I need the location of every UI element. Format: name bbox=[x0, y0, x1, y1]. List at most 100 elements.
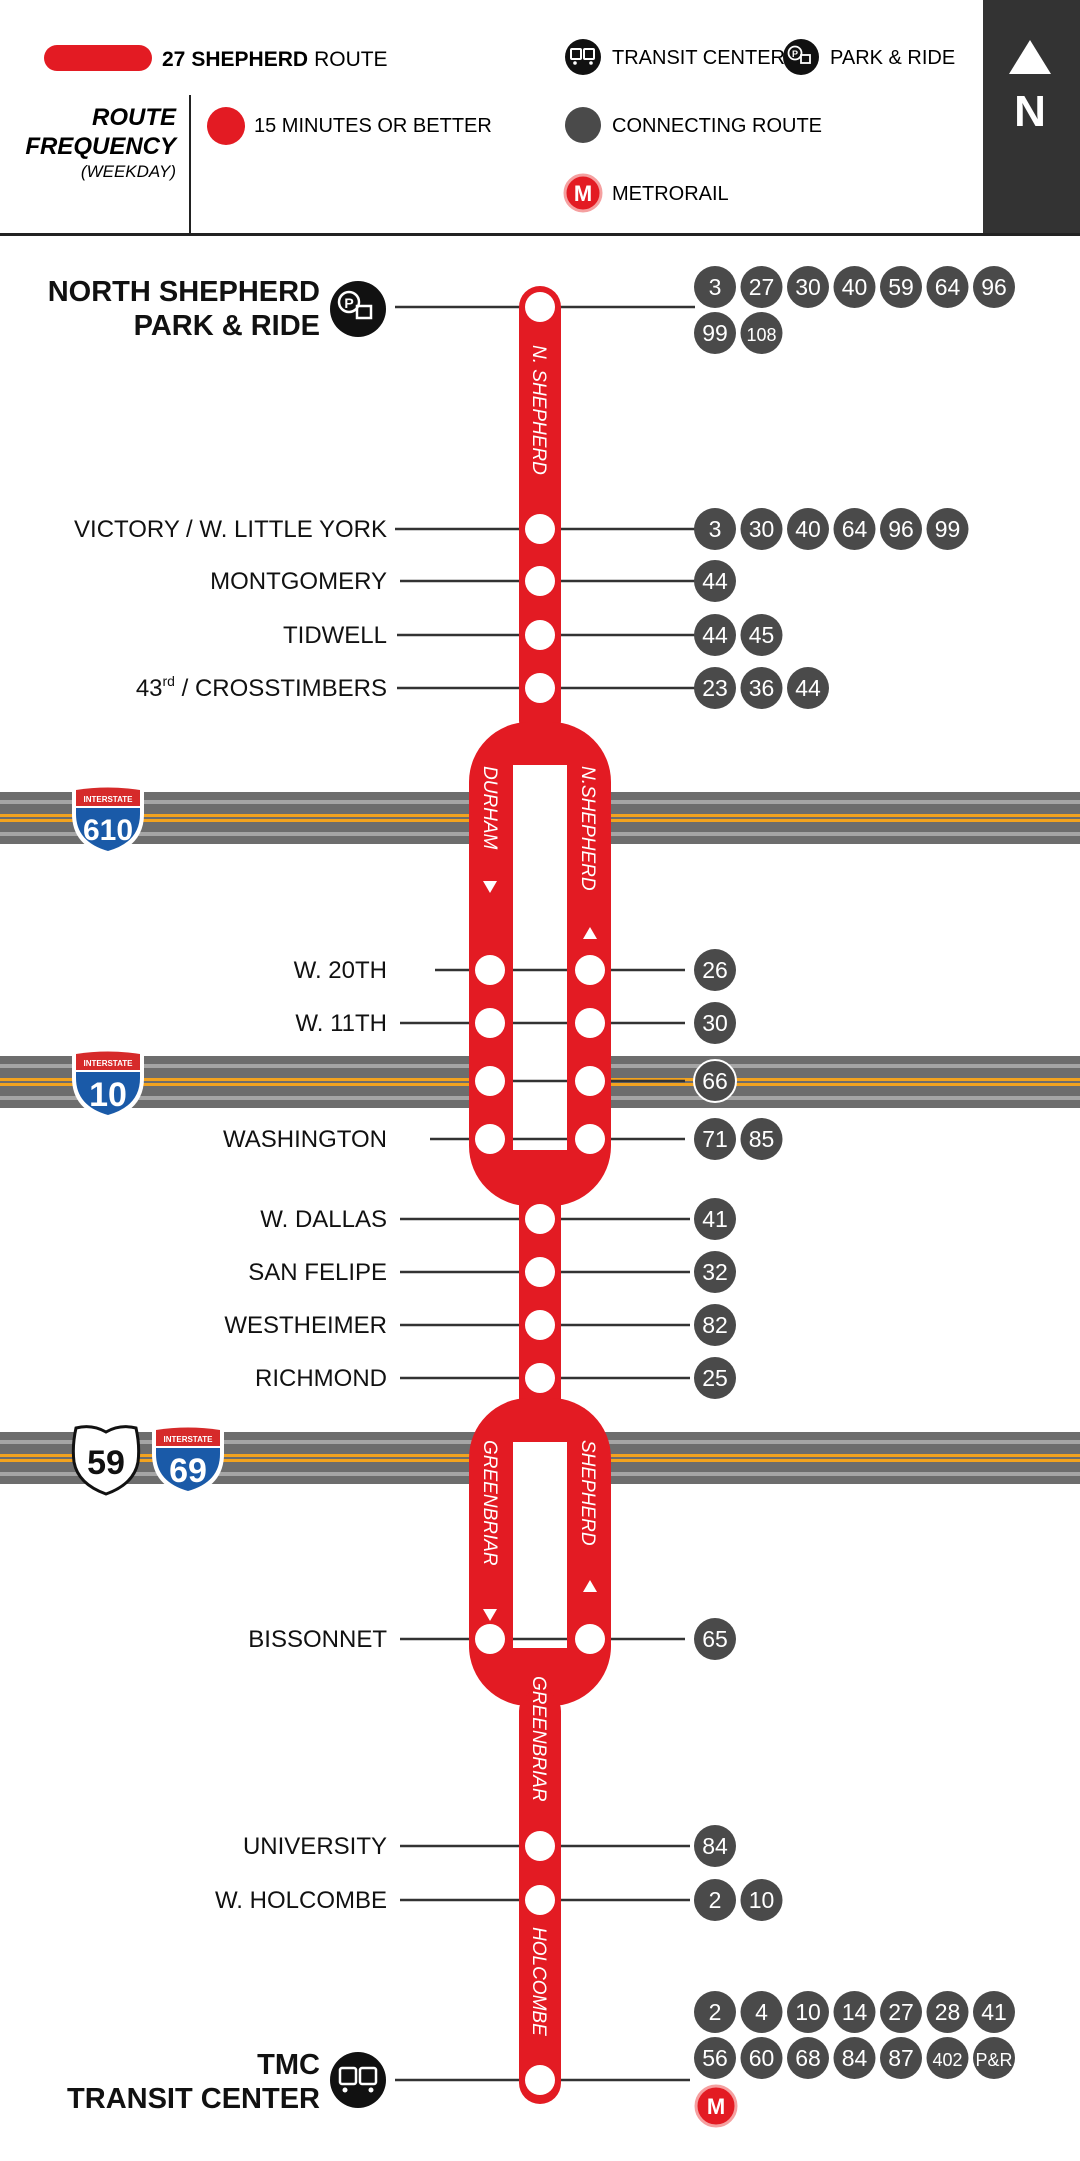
legend-bottom-rule bbox=[0, 233, 1080, 236]
park-ride-legend-icon: P bbox=[783, 39, 819, 75]
stop-dot bbox=[525, 566, 555, 596]
connecting-route-number: 36 bbox=[749, 675, 775, 701]
connecting-route-badge bbox=[787, 1991, 829, 2033]
svg-text:INTERSTATE: INTERSTATE bbox=[163, 1435, 213, 1444]
frequency-dot bbox=[207, 107, 245, 145]
connecting-route-number: 3 bbox=[709, 274, 722, 300]
stop-dot bbox=[475, 1124, 505, 1154]
svg-text:M: M bbox=[574, 181, 592, 206]
stop-victory: VICTORY / W. LITTLE YORK bbox=[74, 516, 387, 543]
connecting-route-number: 30 bbox=[795, 274, 821, 300]
stop-bissonnet: BISSONNET bbox=[248, 1626, 387, 1653]
connecting-route-badge bbox=[833, 508, 876, 550]
connecting-route-badge bbox=[694, 1825, 736, 1867]
stop-dot bbox=[525, 1885, 555, 1915]
connecting-route-badge bbox=[926, 266, 969, 308]
street-holcombe: HOLCOMBE bbox=[528, 1927, 549, 2036]
connecting-route-badge bbox=[880, 2037, 922, 2079]
connecting-route-number: 4 bbox=[755, 1999, 768, 2025]
connecting-route-number: 40 bbox=[842, 274, 868, 300]
connecting-route-badge bbox=[787, 2037, 829, 2079]
stop-dot bbox=[475, 955, 505, 985]
connecting-route-number: 2 bbox=[709, 1887, 722, 1913]
frequency-label-2: FREQUENCY bbox=[25, 133, 178, 160]
connecting-route-badge bbox=[740, 614, 783, 656]
connecting-route-number: 25 bbox=[702, 1365, 728, 1391]
loop-south-interior bbox=[513, 1442, 567, 1648]
us-59-shield-icon: 59 bbox=[71, 1425, 141, 1496]
connecting-route-number: 32 bbox=[702, 1259, 728, 1285]
connecting-route-number: 45 bbox=[749, 622, 775, 648]
interstate-10-shield-icon: INTERSTATE 10 bbox=[72, 1047, 144, 1120]
stop-tidwell: TIDWELL bbox=[283, 622, 387, 649]
direction-arrows bbox=[483, 881, 597, 1621]
stop-university: UNIVERSITY bbox=[243, 1833, 387, 1860]
svg-text:P: P bbox=[344, 295, 353, 311]
stop-dot bbox=[575, 1066, 605, 1096]
connecting-route-number: 44 bbox=[702, 568, 728, 594]
route-line-swatch bbox=[44, 45, 152, 71]
connecting-route-number: 28 bbox=[935, 1999, 961, 2025]
connecting-route-number: 44 bbox=[702, 622, 728, 648]
svg-text:INTERSTATE: INTERSTATE bbox=[83, 795, 133, 804]
connecting-route-badge bbox=[740, 1879, 783, 1921]
stop-w20th: W. 20TH bbox=[294, 957, 387, 984]
loop-north-interior bbox=[513, 765, 567, 1150]
stop-dot bbox=[525, 620, 555, 650]
connecting-route-badge bbox=[694, 1002, 736, 1044]
connecting-route-badge bbox=[787, 266, 829, 308]
metrorail-legend-icon: M bbox=[563, 173, 603, 213]
north-arrow-panel bbox=[983, 0, 1080, 234]
legend-transit-center: TRANSIT CENTER bbox=[612, 47, 785, 69]
stop-dot bbox=[525, 1257, 555, 1287]
stop-w-dallas: W. DALLAS bbox=[260, 1206, 387, 1233]
street-n-shepherd-nb: N.SHEPHERD bbox=[577, 766, 598, 891]
connecting-route-badge bbox=[694, 508, 736, 550]
svg-text:610: 610 bbox=[83, 814, 133, 847]
svg-text:69: 69 bbox=[169, 1452, 207, 1490]
connecting-route-number: 68 bbox=[795, 2045, 821, 2071]
connecting-route-number: 30 bbox=[702, 1010, 728, 1036]
connecting-route-badge bbox=[694, 1879, 736, 1921]
connecting-route-number: 23 bbox=[702, 675, 728, 701]
connecting-route-badge bbox=[694, 2037, 736, 2079]
connecting-route-badge bbox=[880, 266, 922, 308]
connecting-route-badge bbox=[833, 266, 876, 308]
connecting-route-badge bbox=[740, 1991, 783, 2033]
stop-dots bbox=[475, 292, 605, 2095]
connecting-route-badge bbox=[694, 949, 736, 991]
stop-crosstimbers: 43rd / CROSSTIMBERS bbox=[136, 673, 387, 702]
northbound-arrow-icon bbox=[583, 927, 597, 939]
stop-dot bbox=[575, 1124, 605, 1154]
stop-w11th: W. 11TH bbox=[295, 1010, 387, 1037]
connecting-route-number: 14 bbox=[842, 1999, 868, 2025]
stop-dot bbox=[525, 2065, 555, 2095]
connecting-route-number: 40 bbox=[795, 516, 821, 542]
stop-dot bbox=[525, 1363, 555, 1393]
connecting-route-number: 99 bbox=[935, 516, 961, 542]
legend-park-ride: PARK & RIDE bbox=[830, 47, 955, 69]
connecting-route-number: 44 bbox=[795, 675, 821, 701]
stop-dot bbox=[475, 1624, 505, 1654]
connecting-route-number: 30 bbox=[749, 516, 775, 542]
stop-w-holcombe: W. HOLCOMBE bbox=[215, 1887, 387, 1914]
street-greenbriar-sb: GREENBRIAR bbox=[479, 1440, 500, 1566]
connecting-route-badge bbox=[694, 1991, 736, 2033]
connecting-route-number: 10 bbox=[795, 1999, 821, 2025]
stop-dot bbox=[525, 292, 555, 322]
connecting-route-number: 2 bbox=[709, 1999, 722, 2025]
frequency-value: 15 MINUTES OR BETTER bbox=[254, 115, 492, 137]
connecting-route-badge bbox=[740, 266, 783, 308]
stop-dot bbox=[525, 673, 555, 703]
svg-text:M: M bbox=[707, 2094, 725, 2119]
connecting-route-number: 27 bbox=[749, 274, 775, 300]
connecting-route-badge bbox=[787, 667, 829, 709]
frequency-label-1: ROUTE bbox=[92, 104, 177, 131]
connecting-route-number: 26 bbox=[702, 957, 728, 983]
connecting-route-number: 60 bbox=[749, 2045, 775, 2071]
stop-dot bbox=[525, 1310, 555, 1340]
